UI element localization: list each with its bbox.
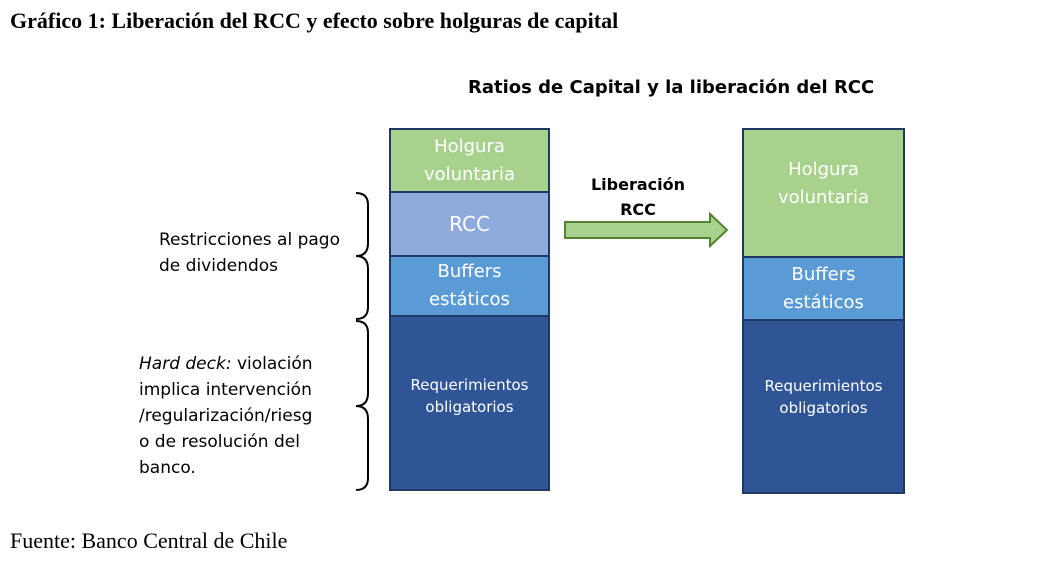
hard-deck-line3: /regularización/riesg [139,406,313,426]
upper-brace [355,192,369,320]
right-buffers-line2: estáticos [783,291,864,313]
right-req-line1: Requerimientos [764,376,883,395]
left-rcc: RCC [389,191,550,257]
liberacion-arrow-shape [564,211,729,249]
left-req-line1: Requerimientos [410,376,529,394]
left-buffers-line1: Buffers [437,261,502,282]
hard-deck-line2: implica intervención [139,380,312,400]
left-rcc-label: RCC [449,212,490,236]
restricciones-annotation: Restricciones al pago de dividendos [159,227,340,279]
hard-deck-annotation: Hard deck: violación implica intervenció… [139,351,313,481]
restricciones-line2: de dividendos [159,256,279,276]
lower-brace [355,320,369,491]
left-holgura-line1: Holgura [434,135,505,157]
source-note: Fuente: Banco Central de Chile [10,528,288,553]
arrow-label-line1: Liberación [590,175,686,194]
right-requerimientos-obligatorios: Requerimientos obligatorios [742,319,905,494]
restricciones-line1: Restricciones al pago [159,230,340,250]
right-holgura-line1: Holgura [788,159,859,180]
hard-deck-line5: banco. [139,458,196,478]
liberacion-rcc-label: Liberación RCC [588,172,688,222]
hard-deck-line1-rest: violación [231,354,313,374]
right-req-line2: obligatorios [779,398,868,417]
right-holgura-line2: voluntaria [777,187,869,208]
hard-deck-term: Hard deck: [139,354,232,374]
diagram-title: Ratios de Capital y la liberación del RC… [468,77,875,98]
arrow-label-line2: RCC [620,200,656,219]
figure-title: Gráfico 1: Liberación del RCC y efecto s… [10,8,619,33]
right-buffers-line1: Buffers [791,263,856,285]
left-buffers-estaticos: Buffers estáticos [389,255,550,317]
left-holgura-line2: voluntaria [423,163,515,185]
hard-deck-line4: o de resolución del [139,432,300,452]
right-buffers-estaticos: Buffers estáticos [742,256,905,321]
left-req-line2: obligatorios [425,398,514,416]
left-buffers-line2: estáticos [429,289,510,310]
left-requerimientos-obligatorios: Requerimientos obligatorios [389,315,550,491]
